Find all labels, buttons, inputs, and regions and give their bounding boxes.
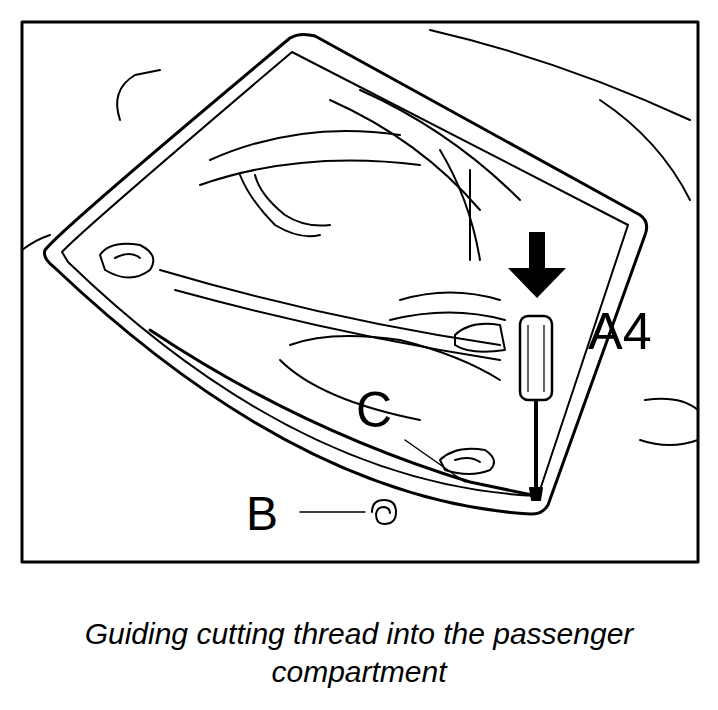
dash-top bbox=[290, 336, 500, 380]
body-line bbox=[640, 440, 698, 445]
body-line bbox=[430, 30, 690, 120]
screwdriver-tip bbox=[530, 488, 542, 500]
body-line bbox=[117, 70, 160, 120]
handle-grip bbox=[528, 325, 544, 392]
dash-line bbox=[160, 270, 500, 345]
callout-letter: B bbox=[246, 490, 278, 538]
body-line bbox=[600, 100, 690, 200]
part-label: A4 bbox=[588, 305, 652, 357]
mirror-mount bbox=[240, 175, 320, 236]
vent bbox=[115, 254, 140, 258]
seat-part bbox=[455, 324, 505, 352]
leader-line bbox=[300, 511, 365, 513]
dash-line bbox=[175, 290, 500, 360]
seat-line bbox=[400, 293, 500, 301]
frame bbox=[22, 22, 698, 562]
windshield-outline bbox=[44, 34, 646, 514]
seat-line bbox=[440, 150, 480, 260]
interior-line bbox=[330, 100, 480, 210]
press-arrow bbox=[508, 232, 566, 298]
mirror-mount bbox=[255, 175, 330, 226]
screwdriver-handle bbox=[520, 316, 552, 400]
leader-line bbox=[405, 440, 465, 482]
screwdriver-shaft bbox=[534, 400, 538, 488]
interior-line bbox=[200, 161, 420, 186]
seat-line bbox=[469, 170, 471, 260]
spiral bbox=[372, 500, 396, 524]
vent bbox=[455, 458, 480, 462]
dash-line bbox=[280, 360, 420, 420]
vent bbox=[100, 244, 153, 278]
cutting-thread bbox=[150, 330, 532, 495]
interior-line bbox=[210, 131, 400, 160]
seat-line bbox=[390, 313, 505, 321]
body-line bbox=[645, 399, 698, 410]
interior-line bbox=[360, 90, 520, 200]
figure-caption: Guiding cutting thread into the passenge… bbox=[74, 615, 644, 690]
callout-letter: C bbox=[356, 385, 392, 435]
windshield-inner bbox=[62, 52, 628, 496]
